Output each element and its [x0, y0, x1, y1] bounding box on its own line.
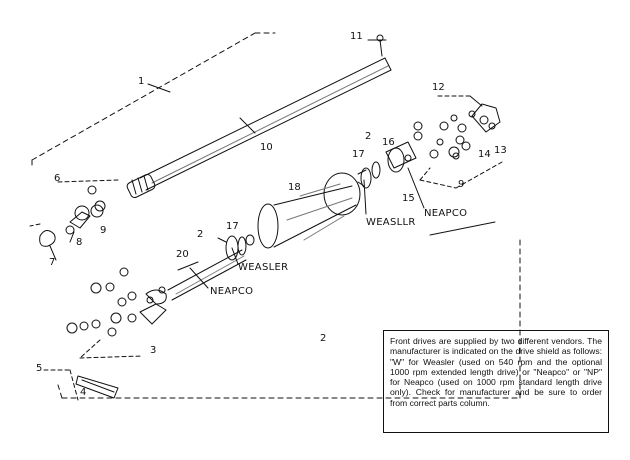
upper-shaft-end-coupler — [126, 173, 156, 199]
assembly-3-bracket — [79, 339, 143, 359]
leader-weasler-left — [231, 247, 239, 265]
callout-2-main: 2 — [320, 333, 327, 344]
vendor-label-neapco-right: NEAPCO — [424, 208, 468, 219]
lower-shield-bearing — [217, 234, 255, 261]
roll-pin-11 — [367, 34, 387, 57]
leader-neapco-left — [189, 267, 209, 289]
callout-10: 10 — [260, 142, 273, 153]
leader-10 — [239, 117, 256, 134]
right-shield-16 — [357, 141, 417, 189]
vendor-note-text: Front drives are supplied by two differe… — [390, 336, 602, 408]
callout-16: 16 — [382, 137, 395, 148]
callout-9-left: 9 — [100, 225, 107, 236]
callout-4: 4 — [80, 387, 87, 398]
vendor-label-weasler-right: WEASLLR — [366, 217, 416, 228]
callout-11: 11 — [350, 31, 363, 42]
callout-9-right: 9 — [458, 179, 465, 190]
assembly-5-bracket — [43, 369, 79, 401]
vendor-note-box: Front drives are supplied by two differe… — [383, 330, 609, 433]
leader-neapco-right — [407, 167, 425, 209]
callout-12: 12 — [432, 82, 445, 93]
callout-14: 14 — [478, 149, 491, 160]
shield-cone-18 — [257, 172, 361, 249]
shield-half-4 — [75, 375, 119, 399]
callout-17-lower: 17 — [226, 221, 239, 232]
vendor-label-weasler-left: WEASLER — [238, 262, 289, 273]
assembly-6-bracket — [29, 179, 119, 227]
assembly-9-bracket — [419, 161, 503, 189]
cross-bearing-parts — [413, 95, 501, 160]
yoke-6-parts — [39, 185, 106, 261]
callout-5: 5 — [36, 363, 43, 374]
assembly-1-bracket — [31, 32, 276, 169]
leader-weasler-right — [363, 179, 367, 215]
callout-13: 13 — [494, 145, 507, 156]
callout-2-lower: 2 — [197, 229, 204, 240]
callout-8: 8 — [76, 237, 83, 248]
callout-7: 7 — [49, 257, 56, 268]
vendor-label-neapco-left: NEAPCO — [210, 286, 254, 297]
upper-drive-shaft — [139, 57, 392, 191]
lower-drive-shaft — [167, 249, 247, 301]
callout-6: 6 — [54, 173, 61, 184]
callout-2-upper: 2 — [365, 131, 372, 142]
yoke-3-parts — [66, 267, 167, 337]
assembly-2-bracket — [57, 239, 521, 399]
leader-1 — [147, 83, 171, 93]
leader-2-main — [429, 221, 496, 236]
callout-15: 15 — [402, 193, 415, 204]
callout-17-upper: 17 — [352, 149, 365, 160]
callout-20: 20 — [176, 249, 189, 260]
callout-3: 3 — [150, 345, 157, 356]
callout-18: 18 — [288, 182, 301, 193]
callout-1: 1 — [138, 76, 145, 87]
leader-8 — [69, 231, 75, 243]
